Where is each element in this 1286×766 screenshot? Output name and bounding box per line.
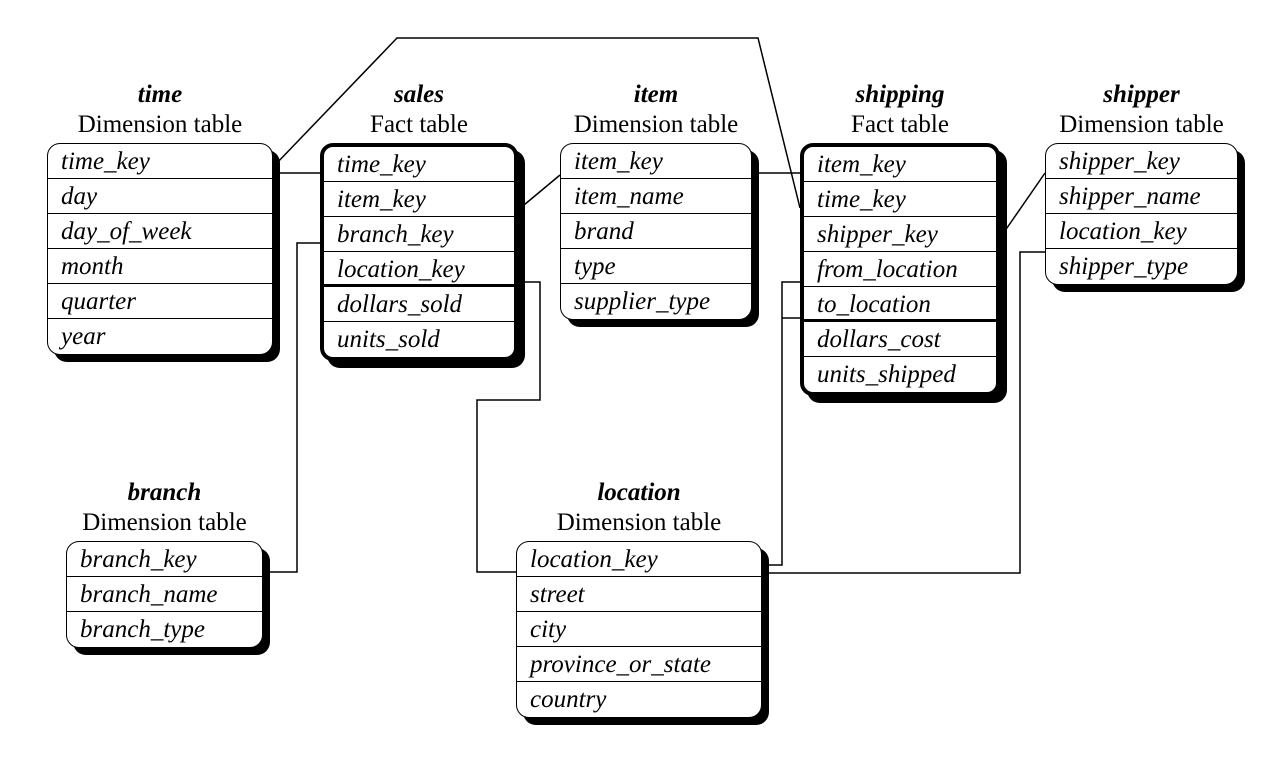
table-kind: Fact table (370, 111, 468, 138)
field-row: shipper_key (1046, 144, 1237, 179)
field-row: supplier_type (574, 288, 711, 315)
table-name: sales (394, 81, 444, 108)
field-row: from_location (804, 252, 996, 287)
field-row: province_or_state (517, 647, 761, 682)
table-name: branch (127, 479, 202, 506)
table-kind: Dimension table (573, 111, 739, 138)
table-name: shipper (1103, 81, 1180, 108)
field-row: time_key (804, 182, 996, 217)
field-row: shipper_name (1046, 179, 1237, 214)
field-row: branch_type (80, 616, 205, 643)
field-row: item_name (561, 179, 751, 214)
field-row: branch_name (67, 577, 262, 612)
field-row: dollars_cost (804, 322, 996, 357)
field-row: location_key (324, 252, 514, 287)
table-kind: Dimension table (82, 509, 247, 536)
link-sales-location (476, 281, 541, 573)
field-row: year (61, 323, 106, 350)
field-row: units_shipped (817, 361, 956, 388)
table-name: location (597, 479, 681, 506)
field-row: shipper_type (1059, 253, 1189, 280)
field-row: item_key (804, 147, 996, 182)
link-sales-item (517, 174, 561, 211)
field-list: shipper_key shipper_name location_key sh… (1045, 143, 1238, 285)
table-shipper: shipper Dimension table shipper_key ship… (1045, 80, 1238, 285)
field-row: day_of_week (48, 214, 272, 249)
table-name: shipping (855, 81, 945, 108)
table-time: time Dimension table time_key day day_of… (47, 80, 273, 355)
field-list: time_key day day_of_week month quarter y… (47, 143, 273, 355)
field-row: item_key (324, 182, 514, 217)
field-list: time_key item_key branch_key location_ke… (320, 143, 518, 361)
table-kind: Dimension table (1059, 111, 1224, 138)
link-shipper-location (763, 251, 1045, 574)
field-row: time_key (324, 147, 514, 182)
field-row: location_key (517, 542, 761, 577)
field-row: brand (561, 214, 751, 249)
table-shipping: shipping Fact table item_key time_key sh… (800, 80, 1000, 396)
field-row: quarter (48, 284, 272, 319)
field-row: day (48, 179, 272, 214)
table-kind: Dimension table (556, 509, 722, 536)
table-name: item (633, 81, 679, 108)
table-branch: branch Dimension table branch_key branch… (66, 478, 263, 648)
field-list: branch_key branch_name branch_type (66, 541, 263, 648)
table-sales: sales Fact table time_key item_key branc… (320, 80, 518, 361)
field-row: to_location (804, 287, 996, 322)
field-row: item_key (561, 144, 751, 179)
field-row: branch_key (67, 542, 262, 577)
table-item: item Dimension table item_key item_name … (560, 80, 752, 320)
field-list: item_key time_key shipper_key from_locat… (800, 143, 1000, 396)
link-shipping-shipper (999, 172, 1046, 239)
field-row: branch_key (324, 217, 514, 252)
link-time-shipping (274, 37, 801, 209)
field-row: country (530, 686, 607, 713)
field-row: dollars_sold (324, 287, 514, 322)
field-row: units_sold (337, 326, 440, 353)
link-sales-branch (264, 242, 320, 573)
field-list: location_key street city province_or_sta… (516, 541, 762, 718)
table-name: time (137, 81, 183, 108)
field-row: location_key (1046, 214, 1237, 249)
field-row: time_key (48, 144, 272, 179)
field-row: month (48, 249, 272, 284)
table-location: location Dimension table location_key st… (516, 478, 762, 718)
field-row: street (517, 577, 761, 612)
table-kind: Fact table (851, 111, 949, 138)
table-kind: Dimension table (77, 111, 243, 138)
field-row: city (517, 612, 761, 647)
field-row: shipper_key (804, 217, 996, 252)
link-from-location (763, 281, 800, 566)
field-list: item_key item_name brand type supplier_t… (560, 143, 752, 320)
field-row: type (561, 249, 751, 284)
